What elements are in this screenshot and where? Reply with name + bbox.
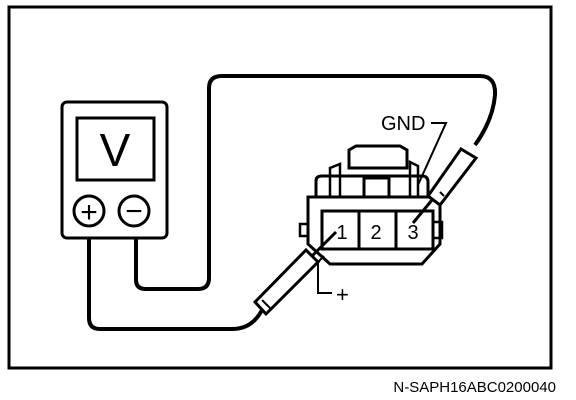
positive-lead-wire xyxy=(87,238,264,331)
connector-left-rib xyxy=(328,162,342,200)
negative-probe-tip xyxy=(411,199,434,224)
connector: 1 2 3 xyxy=(298,144,444,266)
negative-probe-body xyxy=(425,146,479,208)
negative-probe-band xyxy=(439,191,445,197)
negative-terminal-symbol: − xyxy=(125,195,143,228)
positive-probe xyxy=(252,230,338,317)
connector-back-shell xyxy=(314,174,430,200)
positive-probe-band xyxy=(261,299,271,309)
gnd-leader-line xyxy=(417,122,448,186)
gnd-label: GND xyxy=(381,113,425,135)
connector-right-rib xyxy=(408,159,420,198)
voltmeter: V + − xyxy=(60,100,169,240)
negative-terminal xyxy=(117,194,151,228)
figure-code: N-SAPH16ABC0200040 xyxy=(393,379,556,396)
positive-terminal xyxy=(72,194,106,228)
voltmeter-display xyxy=(75,116,156,182)
connector-left-ear xyxy=(298,222,308,238)
positive-probe-body xyxy=(252,247,321,317)
plus-label: + xyxy=(336,282,349,307)
diagram-border xyxy=(7,5,553,370)
negative-lead-wire xyxy=(134,74,498,291)
voltmeter-symbol: V xyxy=(100,124,131,176)
positive-probe-tip xyxy=(310,230,338,258)
connector-face xyxy=(320,209,435,251)
negative-probe xyxy=(411,146,479,224)
plus-leader-line xyxy=(317,255,332,294)
connector-side-ear xyxy=(433,220,444,240)
pin-2-label: 2 xyxy=(370,222,381,244)
pin-1-label: 1 xyxy=(336,222,347,244)
positive-terminal-symbol: + xyxy=(80,196,98,229)
connector-latch xyxy=(347,144,409,170)
pin-3-label: 3 xyxy=(407,222,418,244)
